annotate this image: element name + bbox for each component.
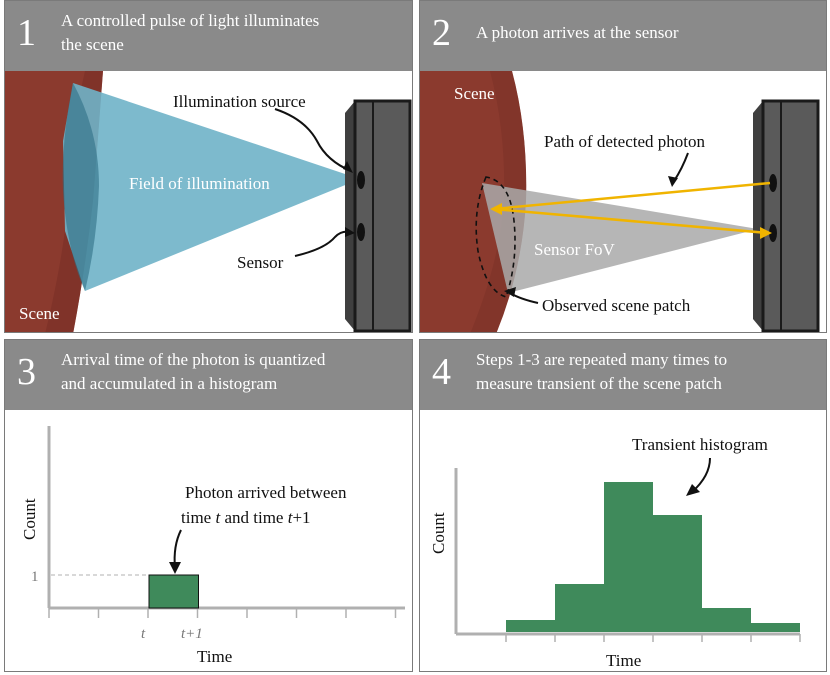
device-side-2 xyxy=(753,101,763,331)
panel-2-photon-arrival: 2 A photon arrives at the sensor Scene P… xyxy=(419,0,827,333)
transient-bar-1 xyxy=(555,584,604,632)
photon-path-outgoing xyxy=(493,181,771,211)
photon-path-return xyxy=(493,207,769,235)
panel-3-histogram-single: 3 Arrival time of the photon is quantize… xyxy=(4,339,413,672)
y-tick-label-1: 1 xyxy=(31,569,39,585)
sensor-aperture-2 xyxy=(769,224,777,242)
panel-2-header: 2 A photon arrives at the sensor xyxy=(420,1,826,71)
panel-4-chart: Time Count Transient histogram xyxy=(429,435,801,670)
transient-bar-5 xyxy=(751,623,800,632)
panel-1-number: 1 xyxy=(17,12,36,54)
panel-4-header: 4 Steps 1-3 are repeated many times to m… xyxy=(420,340,826,410)
scene-label-2: Scene xyxy=(454,84,495,103)
sensor-aperture xyxy=(357,223,365,241)
panel-2-number: 2 xyxy=(432,12,451,54)
photon-path-label: Path of detected photon xyxy=(544,132,705,151)
panel-3-number: 3 xyxy=(17,351,36,393)
transient-annotation: Transient histogram xyxy=(632,435,768,454)
panel-3-header: 3 Arrival time of the photon is quantize… xyxy=(5,340,412,410)
panel-3-title: Arrival time of the photon is quantized … xyxy=(61,348,325,396)
sensor-label: Sensor xyxy=(237,253,284,272)
y-axis-title-1: Count xyxy=(20,498,39,540)
y-axis-title-2: Count xyxy=(429,512,448,554)
annotation-line2: time t and time t+1 xyxy=(181,508,311,527)
panel-4-histogram-transient: 4 Steps 1-3 are repeated many times to m… xyxy=(419,339,827,672)
panel-2-title-line1: A photon arrives at the sensor xyxy=(476,23,679,42)
transient-bar-2 xyxy=(604,482,653,632)
illumination-source-label: Illumination source xyxy=(173,92,306,111)
panel-4-title-line1: Steps 1-3 are repeated many times to xyxy=(476,350,728,369)
sensor-fov-label: Sensor FoV xyxy=(534,240,615,259)
panel-3-title-line2: and accumulated in a histogram xyxy=(61,374,278,393)
x-axis-title-2: Time xyxy=(606,651,641,670)
illumination-source-aperture xyxy=(357,171,365,189)
panel-3-chart: 1 t t+1 Time Count Photon arrived betwee… xyxy=(20,426,405,666)
panel-1-illustration: Illumination source Field of illuminatio… xyxy=(5,71,412,332)
x-tick-label-t: t xyxy=(141,626,146,642)
x-tick-label-t1: t+1 xyxy=(181,626,203,642)
panel-4-number: 4 xyxy=(432,351,451,393)
sensor-fov-cone xyxy=(482,183,758,293)
source-aperture-2 xyxy=(769,174,777,192)
panel-1-title-line1: A controlled pulse of light illuminates xyxy=(61,11,320,30)
transient-bar-0 xyxy=(506,620,555,632)
device-side xyxy=(345,101,355,331)
source-pointer-arrow xyxy=(274,108,352,172)
panel-1-title-line2: the scene xyxy=(61,35,124,54)
histogram-bar-t xyxy=(148,574,199,609)
annotation-line1: Photon arrived between xyxy=(185,483,347,502)
transient-bar-3 xyxy=(653,515,702,632)
panel-2-illustration: Scene Path of detected photon Sensor FoV… xyxy=(420,71,820,332)
x-axis-title-1: Time xyxy=(197,647,232,666)
observed-patch-label: Observed scene patch xyxy=(542,296,691,315)
device-body-2 xyxy=(761,99,820,332)
transient-bar-4 xyxy=(702,608,751,632)
path-pointer-arrow xyxy=(673,152,689,182)
panel-1-title: A controlled pulse of light illuminates … xyxy=(61,9,319,57)
panel-3-title-line1: Arrival time of the photon is quantized xyxy=(61,350,326,369)
illumination-cone xyxy=(63,83,360,291)
panel-1-header: 1 A controlled pulse of light illuminate… xyxy=(5,1,412,71)
panel-4-title-line2: measure transient of the scene patch xyxy=(476,374,722,393)
panel-1-illumination: 1 A controlled pulse of light illuminate… xyxy=(4,0,413,333)
sensor-pointer-arrow xyxy=(294,230,354,257)
illuminated-region xyxy=(62,83,99,291)
field-of-illumination-label: Field of illumination xyxy=(129,174,270,193)
panel-4-title: Steps 1-3 are repeated many times to mea… xyxy=(476,348,727,396)
scene-label-1: Scene xyxy=(19,304,60,323)
device-body xyxy=(353,99,412,332)
panel-2-title: A photon arrives at the sensor xyxy=(476,21,679,45)
observed-patch-outline xyxy=(475,176,516,298)
